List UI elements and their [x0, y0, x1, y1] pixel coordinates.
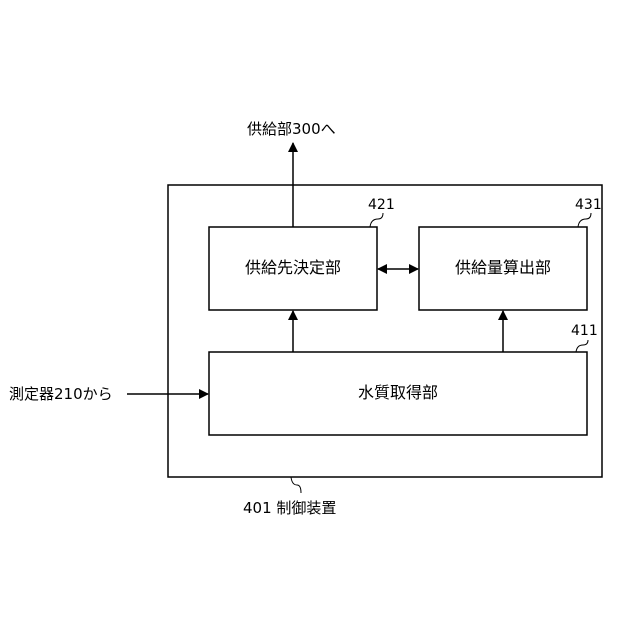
amount-calculation-label: 供給量算出部	[419, 258, 587, 278]
control-device-box	[168, 185, 602, 477]
ref-421: 421	[368, 197, 395, 213]
control-device-label: 401 制御装置	[243, 499, 336, 517]
ref-431: 431	[575, 197, 602, 213]
ref-leader-401	[291, 477, 301, 493]
output-label: 供給部300へ	[247, 120, 336, 138]
water-quality-acquisition-label: 水質取得部	[209, 383, 587, 403]
ref-leader-411	[576, 340, 588, 352]
destination-decision-label: 供給先決定部	[209, 258, 377, 278]
input-label: 測定器210から	[9, 385, 113, 403]
ref-411: 411	[571, 323, 598, 339]
ref-leader-431	[578, 213, 591, 227]
ref-leader-421	[370, 213, 383, 227]
